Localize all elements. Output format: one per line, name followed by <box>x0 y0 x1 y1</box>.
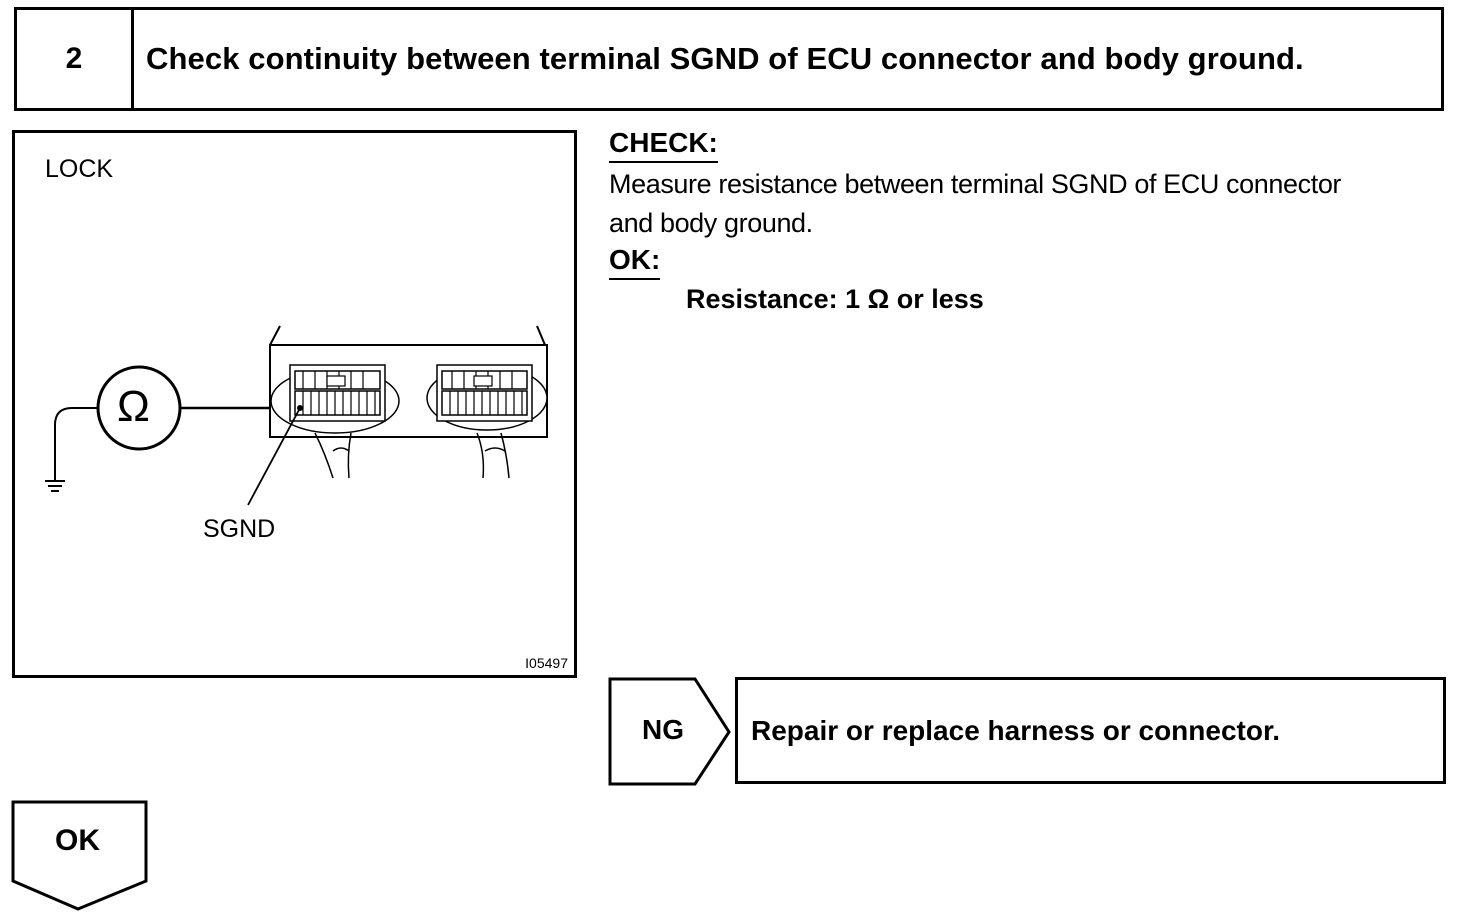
ecu-connector-diagram <box>45 325 548 506</box>
ok-label: OK <box>55 824 100 857</box>
connector-left <box>270 364 400 479</box>
step-title: Check continuity between terminal SGND o… <box>146 41 1304 76</box>
wiring-illustration: LOCK Ω SGND I05497 <box>12 130 577 678</box>
step-number: 2 <box>17 10 134 108</box>
sgnd-label: SGND <box>203 515 276 543</box>
ok-arrow-icon <box>11 800 148 911</box>
ohm-symbol: Ω <box>117 382 150 431</box>
step-header: 2 Check continuity between terminal SGND… <box>14 7 1444 111</box>
ground-symbol-icon <box>45 407 98 492</box>
ng-arrow-icon <box>608 677 731 786</box>
check-heading: CHECK: <box>609 126 718 163</box>
connector-right <box>426 364 548 479</box>
ok-result: Resistance: 1 Ω or less <box>686 284 984 314</box>
ng-label: NG <box>642 714 684 745</box>
lock-label: LOCK <box>45 155 114 183</box>
check-instruction-line2: and body ground. <box>609 208 813 238</box>
check-section: CHECK: Measure resistance between termin… <box>609 126 1459 315</box>
ok-heading: OK: <box>609 243 661 280</box>
ng-action-box: Repair or replace harness or connector. <box>735 677 1446 784</box>
check-instruction: Measure resistance between terminal SGND… <box>609 165 1459 243</box>
check-instruction-line1: Measure resistance between terminal SGND… <box>609 169 1342 199</box>
figure-code: I05497 <box>525 655 568 671</box>
